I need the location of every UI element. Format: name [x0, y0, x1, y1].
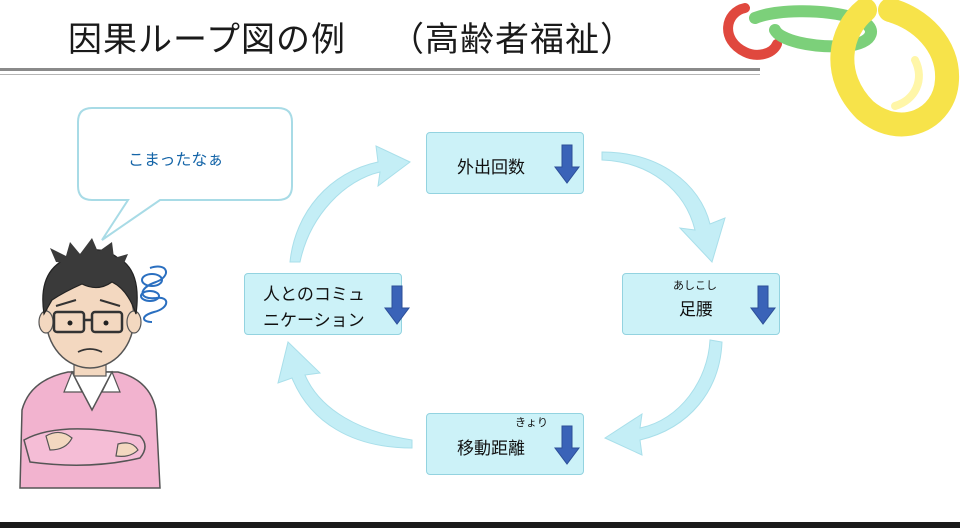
node-legs-label: 足腰 [679, 300, 713, 320]
glasses-icon [52, 310, 124, 334]
title-sub: （高齢者福祉） [389, 20, 635, 60]
node-legs-ruby: あしこし [673, 279, 717, 292]
worry-spiral-icon [140, 265, 168, 323]
slide-title: 因果ループ図の例 （高齢者福祉） [68, 12, 635, 61]
node-distance-label: 移動距離 [457, 439, 525, 459]
node-outing-frequency: 外出回数 [426, 132, 584, 194]
node-travel-distance: きょり 移動距離 [426, 413, 584, 475]
node-legs: あしこし 足腰 [622, 273, 780, 335]
screen-bottom-edge [0, 522, 960, 528]
node-communication: 人とのコミュ ニケーション [244, 273, 410, 335]
worried-man-illustration [19, 107, 293, 489]
down-arrow-icon [554, 425, 580, 465]
title-main: 因果ループ図の例 [68, 20, 346, 60]
down-arrow-icon [750, 285, 776, 325]
down-arrow-icon [384, 285, 410, 325]
title-rule-thin [0, 74, 760, 75]
node-distance-ruby: きょり [515, 416, 548, 429]
node-communication-line2: ニケーション [263, 311, 365, 331]
loop-arrow-distance-to-communication [277, 341, 413, 449]
down-arrow-icon [554, 144, 580, 184]
title-rule [0, 68, 760, 71]
decorative-rings-logo [723, 0, 960, 137]
speech-bubble-text: こまったなぁ [128, 150, 224, 169]
loop-arrow-communication-to-outing [289, 145, 411, 263]
node-outing-label: 外出回数 [457, 158, 525, 178]
loop-arrow-legs-to-distance [603, 339, 723, 456]
node-communication-line1: 人とのコミュ [263, 285, 365, 305]
speech-bubble [77, 107, 293, 241]
loop-arrow-outing-to-legs [601, 151, 726, 263]
